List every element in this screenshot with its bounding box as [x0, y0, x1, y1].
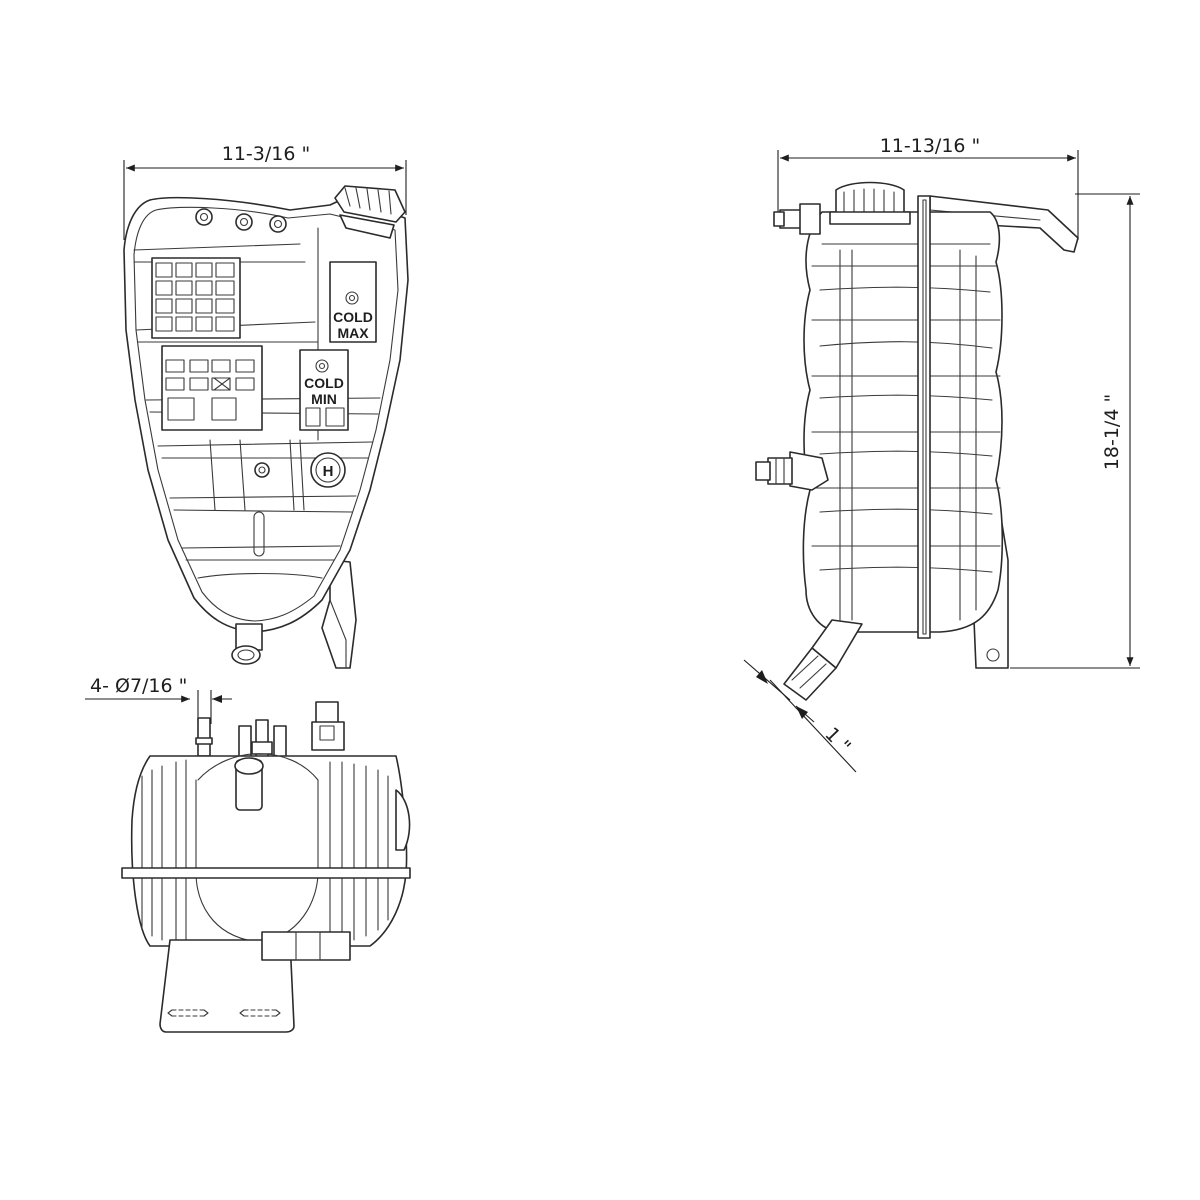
front-grid-upper	[151, 257, 241, 339]
top-flange	[121, 867, 411, 879]
front-filler-cap	[334, 185, 406, 239]
side-tank-outline	[802, 211, 1004, 633]
cold-min-line1: COLD	[304, 375, 344, 391]
side-ribs	[811, 243, 1001, 621]
top-ribs	[141, 759, 389, 941]
front-bracket	[321, 559, 357, 669]
front-view: 11-3/16 "	[123, 143, 409, 669]
side-height-dimension: 18-1/4 "	[1010, 193, 1140, 669]
side-filler-cap	[829, 181, 911, 225]
front-width-label: 11-3/16 "	[222, 143, 310, 165]
side-flange	[917, 195, 931, 639]
cold-min-label: COLD MIN	[299, 349, 349, 431]
front-outlet-nozzle	[231, 623, 263, 665]
side-view: 11-13/16 " 18-1/4 " 1 "	[743, 135, 1140, 773]
side-width-label: 11-13/16 "	[880, 135, 981, 157]
top-side-connector	[261, 931, 351, 961]
outlet-dimension-label: 1 "	[820, 723, 854, 758]
side-width-dimension: 11-13/16 "	[777, 135, 1079, 240]
front-top-nipples	[195, 208, 287, 233]
port-diameter-dimension: 4- Ø7/16 "	[85, 675, 232, 724]
cold-max-label: COLD MAX	[329, 261, 377, 343]
top-bracket	[159, 939, 295, 1033]
side-height-label: 18-1/4 "	[1101, 394, 1123, 470]
port-diameter-label: 4- Ø7/16 "	[90, 675, 187, 697]
front-grid-lower	[161, 345, 263, 431]
cold-max-line2: MAX	[337, 325, 369, 341]
top-ports	[195, 701, 345, 761]
front-level-sensor: H	[254, 452, 346, 488]
cold-max-line1: COLD	[333, 309, 373, 325]
side-outlet-hose	[783, 619, 863, 701]
top-view: 4- Ø7/16 "	[85, 675, 411, 1033]
sensor-letter: H	[323, 463, 334, 480]
cold-min-line2: MIN	[311, 391, 337, 407]
side-port	[755, 451, 829, 491]
top-tank-outline	[130, 755, 408, 947]
front-width-dimension: 11-3/16 "	[123, 143, 407, 240]
